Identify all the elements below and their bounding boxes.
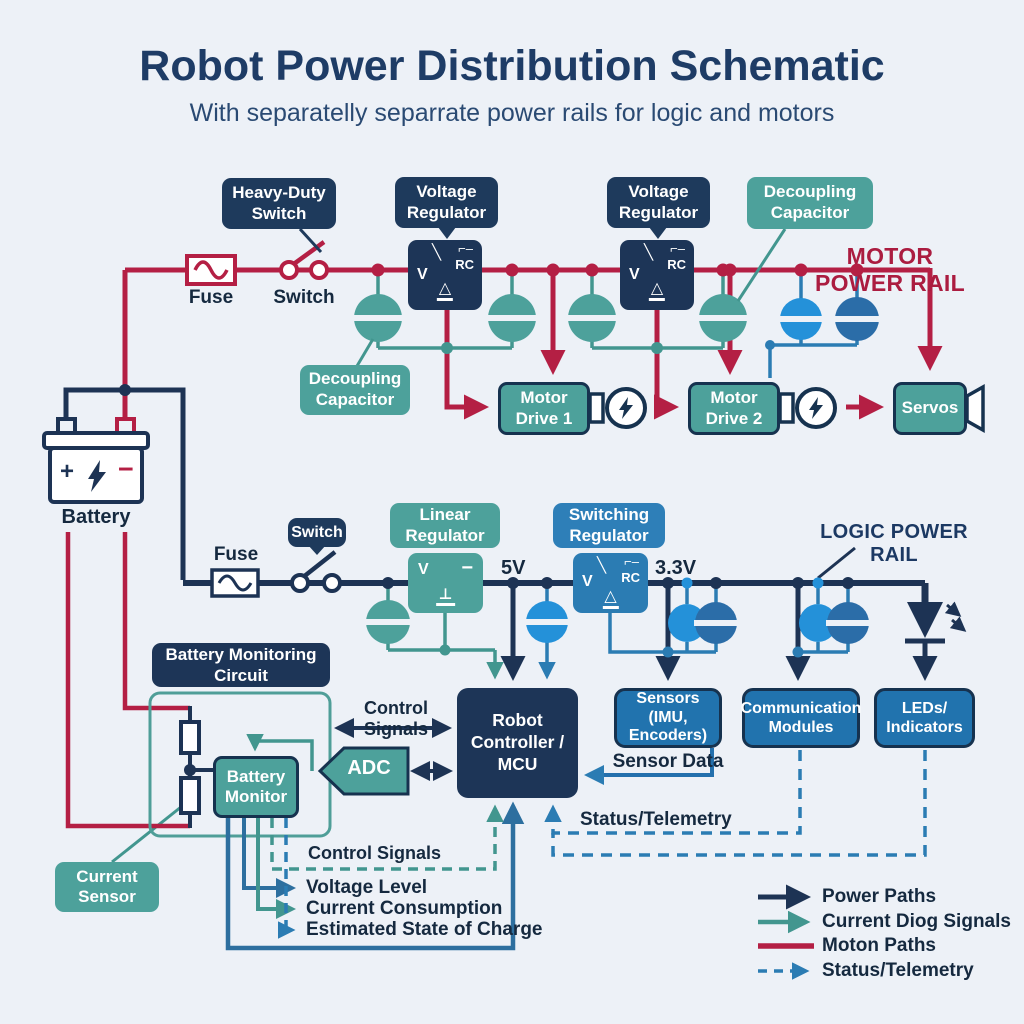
battery-monitor-outputs xyxy=(225,801,525,951)
callout-voltage-regulator-1: Voltage Regulator xyxy=(395,177,498,228)
rail-3v3-label: 3.3V xyxy=(655,557,697,579)
linear-regulator-box: V − ⊥ xyxy=(408,553,483,613)
legend-swatches xyxy=(758,884,814,980)
page-subtitle: With separatelly separrate power rails f… xyxy=(189,99,835,127)
voltage-level-label: Voltage Level xyxy=(306,877,428,898)
status-telemetry-label: Status/Telemetry xyxy=(580,809,732,830)
switching-regulator-box: V ╲ ⌐– RC △ xyxy=(573,553,648,613)
callout-decoupling-capacitor-top: Decoupling Capacitor xyxy=(747,177,873,229)
regulator-triangle-glyph: △ xyxy=(648,278,666,301)
regulator-slash-glyph: ╲ xyxy=(432,244,442,261)
voltage-divider-resistors xyxy=(179,706,213,828)
servo-horn-icon xyxy=(965,384,985,433)
regulator-rc-glyph: RC xyxy=(667,257,686,272)
regulator-hook-glyph: ⌐– xyxy=(458,241,473,256)
regulator-ground-glyph: ⊥ xyxy=(435,585,456,606)
battery-monitor-box: Battery Monitor xyxy=(213,756,299,818)
callout-pointer-triangle xyxy=(308,545,326,555)
legend-current-signals: Current Diog Signals xyxy=(822,911,1011,932)
communication-modules-box: Communication Modules xyxy=(741,688,861,748)
regulator-rc-glyph: RC xyxy=(621,570,640,585)
regulator-slash-glyph: ╲ xyxy=(644,244,654,261)
current-sensor-box: Current Sensor xyxy=(55,862,159,912)
regulator-v-glyph: V xyxy=(582,573,593,590)
regulator-hook-glyph: ⌐– xyxy=(624,554,639,569)
estimated-soc-label: Estimated State of Charge xyxy=(306,919,543,940)
current-consumption-label: Current Consumption xyxy=(306,898,503,919)
regulator-v-glyph: V xyxy=(417,266,428,283)
logic-switch-symbol xyxy=(290,550,342,593)
battery-plus-label: + xyxy=(60,458,75,485)
logic-cap-pair-2 xyxy=(792,583,870,658)
logic-blue-capacitor-mcu xyxy=(525,583,569,680)
callout-pointer-triangle xyxy=(649,227,667,239)
legend-status-telemetry: Status/Telemetry xyxy=(822,960,974,981)
callout-logic-switch: Switch xyxy=(288,518,346,547)
callout-pointers xyxy=(111,227,856,864)
motor-drive-1-box: Motor Drive 1 xyxy=(498,382,590,435)
regulator-slash-glyph: ╲ xyxy=(597,557,607,574)
regulator-triangle-glyph: △ xyxy=(602,586,619,609)
sensor-data-label: Sensor Data xyxy=(612,751,724,772)
motor-fuse-label: Fuse xyxy=(188,287,234,308)
voltage-regulator-1-box: V ╲ ⌐– RC △ xyxy=(408,240,482,310)
logic-power-rail-label: LOGIC POWER RAIL xyxy=(820,521,968,566)
callout-decoupling-capacitor-left: Decoupling Capacitor xyxy=(300,365,410,415)
motor-fuse-symbol xyxy=(185,254,237,286)
logic-rail-junctions xyxy=(382,577,854,589)
logic-fuse-symbol xyxy=(210,568,260,598)
page-title: Robot Power Distribution Schematic xyxy=(139,42,885,90)
legend-power-paths: Power Paths xyxy=(822,886,937,907)
callout-linear-regulator: Linear Regulator xyxy=(390,503,500,548)
control-signals-bottom-label: Control Signals xyxy=(308,843,442,863)
mcu-signal-wires xyxy=(246,718,714,785)
motor-icon-2 xyxy=(778,387,837,429)
regulator-minus-glyph: − xyxy=(461,557,473,579)
regulator-v-glyph: V xyxy=(418,561,429,578)
motor-drive-2-box: Motor Drive 2 xyxy=(688,382,780,435)
status-telemetry-wires xyxy=(544,750,927,857)
regulator-v-glyph: V xyxy=(629,266,640,283)
callout-heavy-duty-switch: Heavy-Duty Switch xyxy=(222,178,336,229)
motor-decoupling-capacitors xyxy=(353,270,748,354)
led-icon xyxy=(905,601,967,644)
battery-minus-label: − xyxy=(118,454,134,484)
motor-power-rail-label: MOTOR POWER RAIL xyxy=(815,243,965,296)
servos-box: Servos xyxy=(893,382,967,435)
sensors-box: Sensors (IMU, Encoders) xyxy=(614,688,722,748)
motor-switch-label: Switch xyxy=(273,287,335,308)
callout-switching-regulator: Switching Regulator xyxy=(553,503,665,548)
callout-voltage-regulator-2: Voltage Regulator xyxy=(607,177,710,228)
motor-icon-1 xyxy=(588,387,647,429)
logic-teal-capacitor xyxy=(365,583,504,680)
control-signals-top-label: Control Signals xyxy=(363,698,429,739)
motor-switch-symbol xyxy=(279,240,329,280)
callout-pointer-triangle xyxy=(438,227,456,239)
battery-monitoring-circuit-box: Battery Monitoring Circuit xyxy=(152,643,330,687)
voltage-regulator-2-box: V ╲ ⌐– RC △ xyxy=(620,240,694,310)
adc-shape xyxy=(317,746,410,796)
battery-icon xyxy=(42,384,186,580)
battery-label: Battery xyxy=(61,506,131,528)
rail-5v-label: 5V xyxy=(501,557,526,579)
adc-label: ADC xyxy=(347,757,391,779)
logic-cap-pair-1 xyxy=(608,583,738,658)
regulator-hook-glyph: ⌐– xyxy=(670,241,685,256)
legend-motor-paths: Moton Paths xyxy=(822,935,936,956)
logic-fuse-label: Fuse xyxy=(213,544,259,565)
mcu-box: Robot Controller / MCU xyxy=(457,688,578,798)
motor-blue-capacitors xyxy=(765,270,880,378)
leds-indicators-box: LEDs/ Indicators xyxy=(874,688,975,748)
regulator-rc-glyph: RC xyxy=(455,257,474,272)
motor-rail-junctions xyxy=(371,263,864,277)
regulator-triangle-glyph: △ xyxy=(436,278,454,301)
